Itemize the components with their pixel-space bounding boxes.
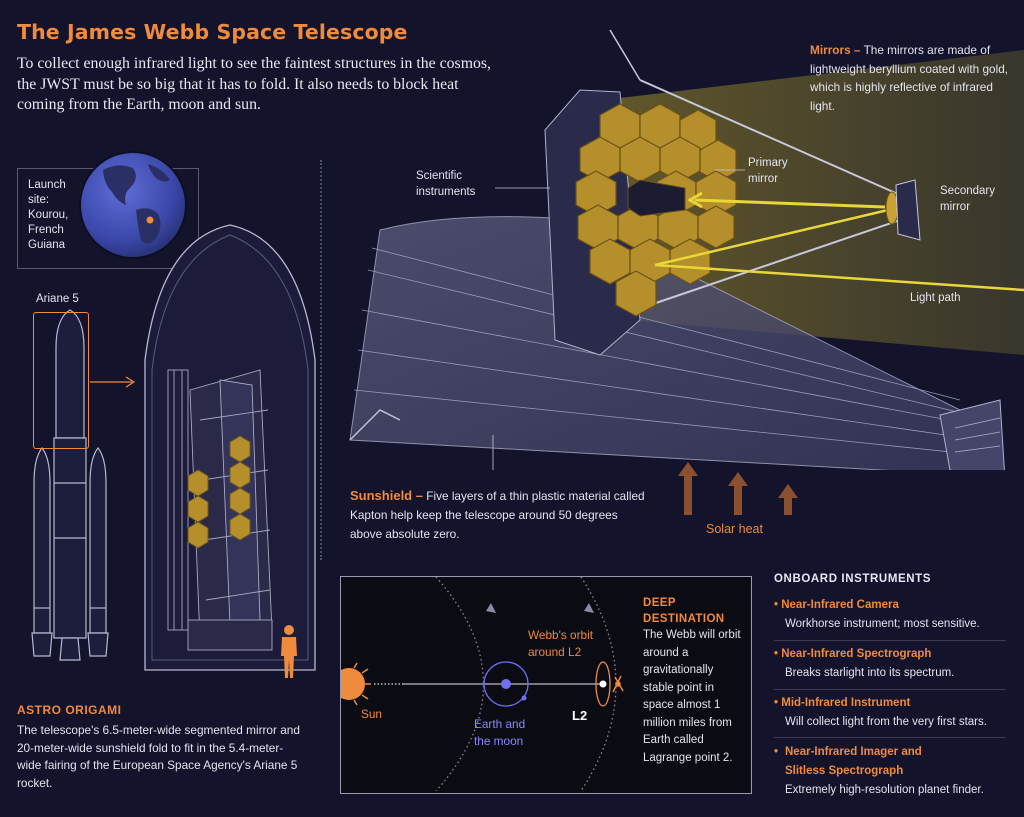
mirrors-description: Mirrors – The mirrors are made of lightw… bbox=[810, 41, 1010, 115]
incoming-light-cone bbox=[620, 50, 1024, 355]
launch-site-label: Launch site: bbox=[28, 179, 66, 206]
instrument-item: • Near-Infrared Spectrograph Breaks star… bbox=[774, 646, 1006, 681]
instrument-divider bbox=[774, 640, 1006, 641]
solar-heat-label: Solar heat bbox=[706, 522, 763, 536]
sunshield-layers bbox=[349, 216, 1005, 470]
label-scientific-instruments: Scientific instruments bbox=[416, 170, 476, 198]
vertical-divider bbox=[320, 160, 322, 560]
instrument-desc: Breaks starlight into its spectrum. bbox=[785, 667, 955, 679]
instrument-name: Near-Infrared Camera bbox=[781, 599, 899, 611]
instrument-divider bbox=[774, 737, 1006, 738]
arrow-to-fairing bbox=[90, 376, 136, 388]
rocket-label: Ariane 5 bbox=[36, 293, 79, 305]
page-title: The James Webb Space Telescope bbox=[17, 20, 408, 44]
instrument-desc: Extremely high-resolution planet finder. bbox=[785, 784, 984, 796]
fairing-highlight-box bbox=[33, 312, 89, 449]
instrument-name: Near-Infrared Imager and Slitless Spectr… bbox=[785, 746, 922, 777]
earth-dot bbox=[501, 679, 511, 689]
mirrors-heading: Mirrors – bbox=[810, 43, 861, 57]
fairing-cutaway bbox=[144, 224, 316, 671]
instrument-name: Mid-Infrared Instrument bbox=[781, 697, 911, 709]
intro-text: To collect enough infrared light to see … bbox=[17, 55, 491, 113]
moon-dot bbox=[521, 695, 527, 701]
l2-point bbox=[599, 680, 607, 688]
deep-destination-heading: DEEP DESTINATION bbox=[643, 597, 725, 625]
instrument-desc: Will collect light from the very first s… bbox=[785, 716, 987, 728]
light-path-incoming bbox=[654, 263, 1024, 292]
sunshield-text: Five layers of a thin plastic material c… bbox=[350, 489, 645, 541]
sunshield-heading: Sunshield – bbox=[350, 488, 423, 503]
sunshield-description: Sunshield – Five layers of a thin plasti… bbox=[350, 486, 650, 544]
earth-moon-label: Earth and the moon bbox=[474, 717, 526, 748]
webb-orbit-label: Webb's orbit around L2 bbox=[528, 628, 593, 659]
sun-label: Sun bbox=[361, 707, 382, 721]
webb-icon bbox=[612, 675, 624, 693]
instrument-item: • Near-Infrared Camera Workhorse instrum… bbox=[774, 597, 1006, 632]
light-path-reflected bbox=[694, 198, 886, 209]
instrument-name: Near-Infrared Spectrograph bbox=[781, 648, 932, 660]
l2-label: L2 bbox=[572, 708, 588, 723]
origami-text: The telescope's 6.5-meter-wide segmented… bbox=[17, 723, 300, 790]
orbit-diagram bbox=[341, 577, 624, 791]
primary-mirror-segments bbox=[575, 103, 737, 317]
label-secondary-mirror: Secondary mirror bbox=[940, 185, 995, 213]
label-primary-mirror: Primary mirror bbox=[748, 157, 788, 185]
origami-heading: ASTRO ORIGAMI bbox=[17, 703, 122, 717]
deep-destination-text: The Webb will orbit around a gravitation… bbox=[643, 629, 741, 764]
instrument-item: • Near-Infrared Imager and Slitless Spec… bbox=[774, 743, 1006, 798]
secondary-mirror-shape bbox=[885, 179, 921, 241]
jwst-illustration bbox=[349, 29, 1024, 470]
sun-icon bbox=[341, 662, 371, 706]
label-light-path: Light path bbox=[910, 292, 961, 304]
ariane-5-rocket bbox=[31, 309, 109, 661]
human-figure-icon bbox=[281, 625, 297, 678]
mirrors-text: The mirrors are made of lightweight bery… bbox=[810, 43, 1009, 113]
earth-globe-icon bbox=[79, 151, 187, 259]
solar-heat-arrows bbox=[678, 462, 798, 515]
launch-site-name: Kourou, French Guiana bbox=[28, 209, 69, 251]
instrument-desc: Workhorse instrument; most sensitive. bbox=[785, 618, 980, 630]
instrument-divider bbox=[774, 689, 1006, 690]
instruments-heading: ONBOARD INSTRUMENTS bbox=[774, 573, 932, 585]
instrument-item: • Mid-Infrared Instrument Will collect l… bbox=[774, 695, 1006, 730]
